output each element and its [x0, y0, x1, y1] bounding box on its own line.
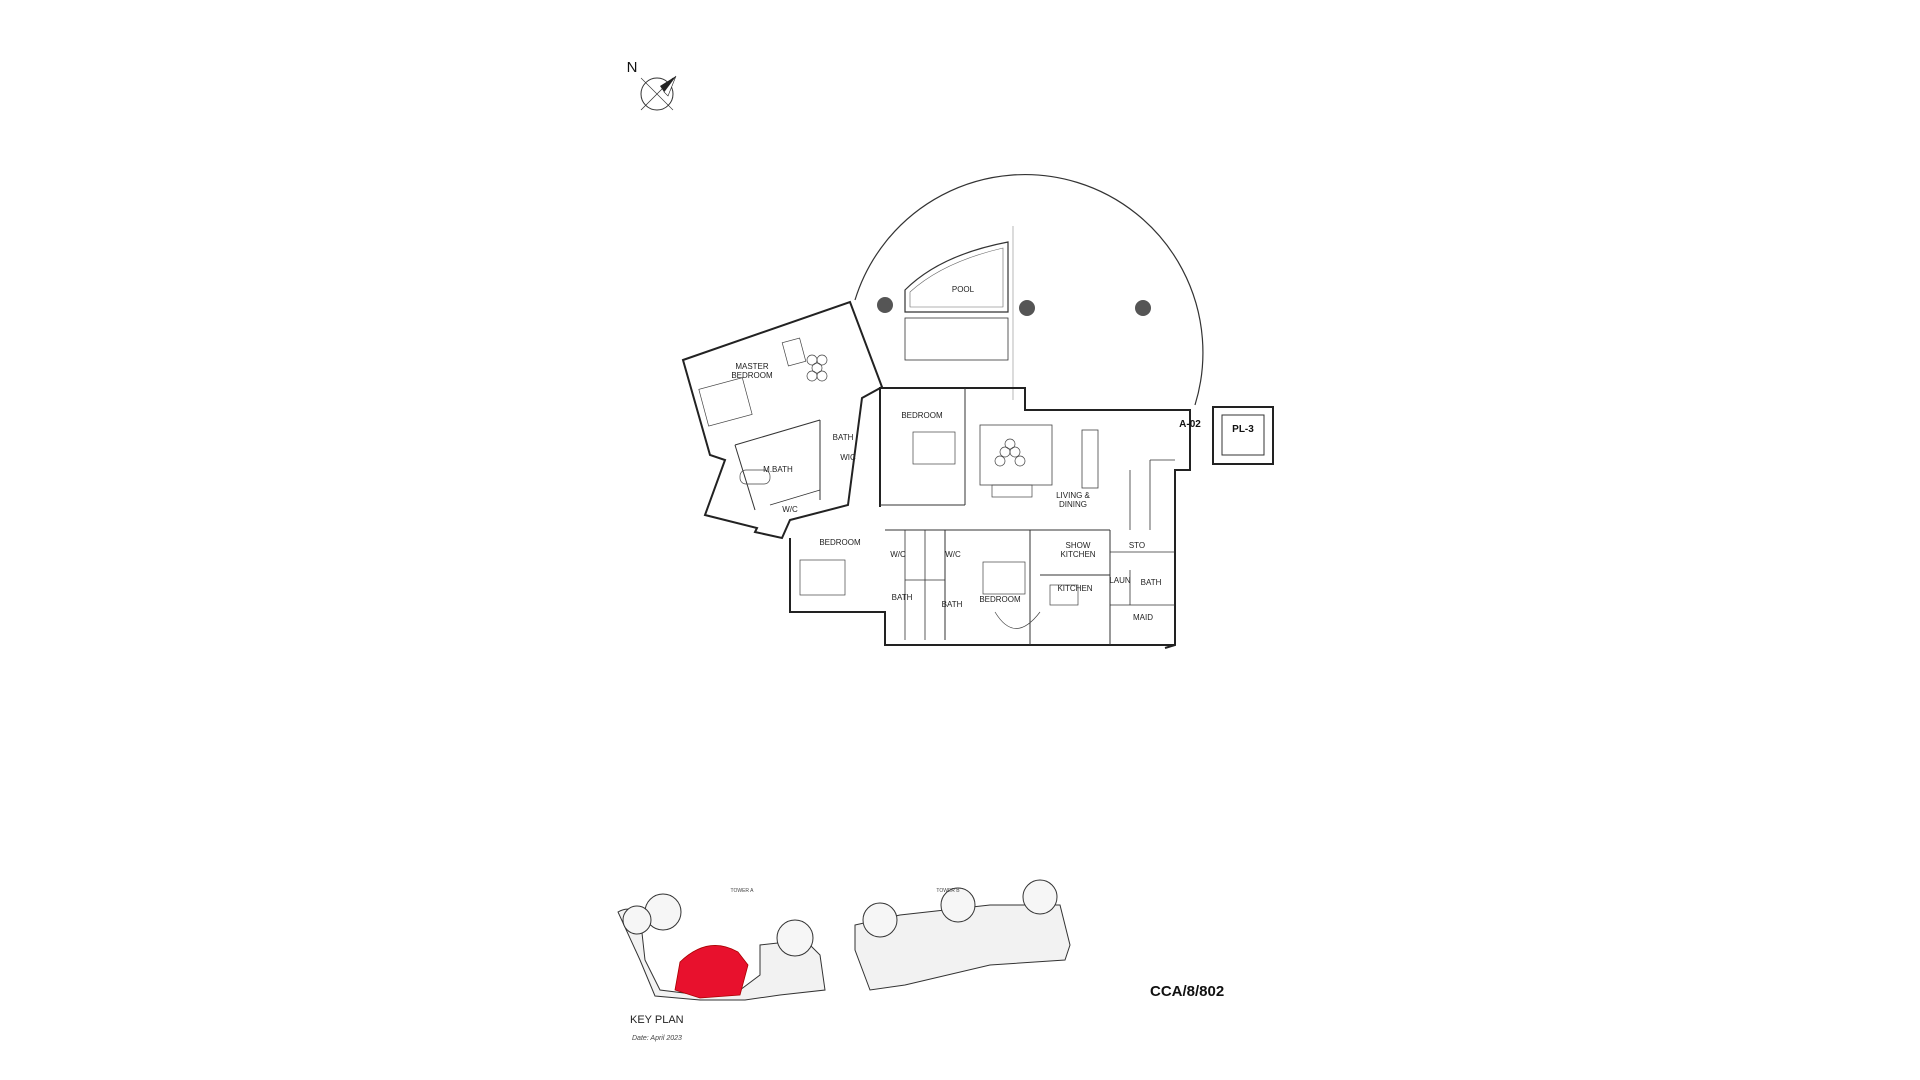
- key-plan-tower-b: TOWER B: [854, 879, 1071, 991]
- room-label-living-2: DINING: [1059, 500, 1087, 509]
- room-label-wic-mb: W/C: [782, 505, 798, 514]
- room-label-wic-master: WIC: [840, 453, 856, 462]
- room-label-laun: LAUN: [1109, 576, 1131, 585]
- room-label-m-bath: M.BATH: [763, 465, 793, 474]
- room-label-master-2: BEDROOM: [731, 371, 773, 380]
- bed: [982, 561, 1026, 595]
- room-label-show-kitchen-2: KITCHEN: [1060, 550, 1095, 559]
- key-plan: TOWER A TOWER B KEY PLAN Date: April 202…: [617, 879, 1071, 1042]
- north-label: N: [627, 59, 638, 76]
- room-label-bedroom-mid: BEDROOM: [979, 595, 1021, 604]
- lift-label: PL-3: [1232, 424, 1254, 435]
- round-table: [806, 354, 828, 382]
- room-label-sto: STO: [1129, 541, 1145, 550]
- room-label-master-1: MASTER: [735, 362, 769, 371]
- dining-table: [1081, 429, 1099, 489]
- bed: [912, 431, 956, 465]
- unit-id-label: A-02: [1179, 419, 1201, 430]
- compass-icon: [640, 75, 677, 111]
- terrace: [854, 174, 1204, 406]
- lift-core: PL-3: [1212, 406, 1274, 465]
- key-plan-title: KEY PLAN: [630, 1014, 684, 1026]
- room-label-bath-maid: BATH: [1141, 578, 1162, 587]
- room-label-bath-2: BATH: [942, 600, 963, 609]
- column: [877, 297, 893, 313]
- column: [1135, 300, 1151, 316]
- key-plan-highlight: [674, 945, 749, 999]
- bed: [799, 559, 846, 596]
- room-label-kitchen: KITCHEN: [1057, 584, 1092, 593]
- room-label-living-1: LIVING &: [1056, 491, 1090, 500]
- room-label-wic-2: W/C: [945, 550, 961, 559]
- room-label-maid: MAID: [1133, 613, 1153, 622]
- key-plan-tower-a: TOWER A: [617, 888, 826, 1001]
- room-label-bedroom-top: BEDROOM: [901, 411, 943, 420]
- pool: POOL: [904, 241, 1009, 361]
- column: [1019, 300, 1035, 316]
- room-label-pool: POOL: [952, 285, 975, 294]
- room-label-show-kitchen-1: SHOW: [1066, 541, 1091, 550]
- room-label-wic-1: W/C: [890, 550, 906, 559]
- coffee-table: [994, 438, 1026, 467]
- master-wing: MASTER BEDROOM M.BATH BATH WIC W/C: [681, 300, 884, 540]
- main-apartment: BEDROOM LIVING & DINING BEDROOM W/C W/C …: [789, 387, 1274, 649]
- drawing-code: CCA/8/802: [1150, 983, 1224, 1000]
- room-label-bath-1: BATH: [892, 593, 913, 602]
- room-label-bath-master: BATH: [833, 433, 854, 442]
- room-label-bedroom-left: BEDROOM: [819, 538, 861, 547]
- tower-a-label: TOWER A: [731, 888, 755, 894]
- key-plan-date: Date: April 2023: [632, 1035, 682, 1042]
- tower-b-label: TOWER B: [936, 888, 960, 894]
- compass: N: [627, 59, 677, 111]
